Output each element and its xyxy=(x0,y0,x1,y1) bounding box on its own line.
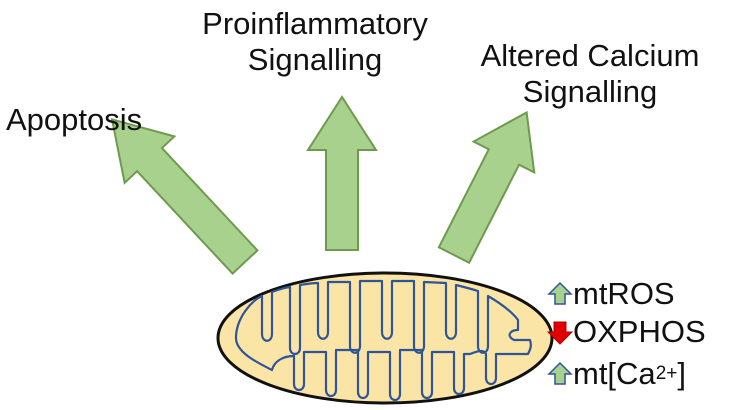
mitochondrion xyxy=(216,271,554,405)
arrow-proinflammatory xyxy=(306,95,378,251)
legend-label-mtros: mtROS xyxy=(573,276,675,311)
mitochondrion-cristae xyxy=(234,279,532,402)
legend-label-calcium-suffix: ] xyxy=(677,356,686,391)
legend-item-oxphos: OXPHOS xyxy=(573,314,706,350)
label-apoptosis: Apoptosis xyxy=(6,102,142,138)
label-calcium: Altered Calcium Signalling xyxy=(481,38,700,110)
legend-item-mtros: mtROS xyxy=(573,276,675,312)
label-proinflammatory-line1: Proinflammatory xyxy=(202,6,428,41)
label-apoptosis-line1: Apoptosis xyxy=(6,102,143,137)
arrow-apoptosis xyxy=(110,117,259,276)
arrow-calcium xyxy=(437,110,536,265)
label-calcium-line1: Altered Calcium xyxy=(480,38,700,73)
legend-label-oxphos: OXPHOS xyxy=(573,314,706,349)
legend-label-calcium-prefix: mt[Ca xyxy=(573,356,656,391)
legend-down-arrow-oxphos xyxy=(546,321,574,345)
legend-up-arrow-calcium xyxy=(547,361,573,385)
legend-up-arrow-mtros xyxy=(547,281,573,305)
label-proinflammatory: Proinflammatory Signalling xyxy=(202,6,428,78)
label-proinflammatory-line2: Signalling xyxy=(247,42,383,77)
label-calcium-line2: Signalling xyxy=(522,74,658,109)
